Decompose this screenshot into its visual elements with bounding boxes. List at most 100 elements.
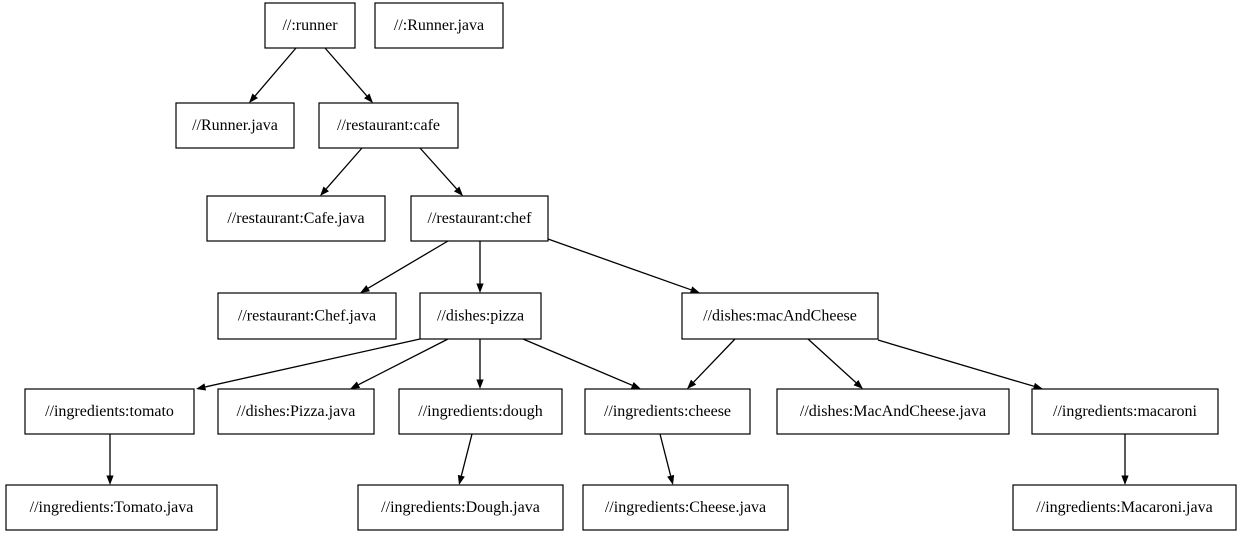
node-box[interactable]: [1031, 388, 1219, 435]
node-label: //ingredients:macaroni: [1053, 403, 1198, 420]
edge-arrowhead-icon: [1032, 382, 1043, 390]
edge-shaft: [358, 338, 449, 386]
graph-edge: [324, 47, 373, 103]
node-box[interactable]: [776, 388, 1010, 435]
edge-shaft: [547, 238, 692, 291]
node-label: //:Runner.java: [394, 17, 484, 34]
node-box[interactable]: [175, 102, 295, 149]
edge-arrowhead-icon: [350, 381, 361, 389]
graph-node-dishes_mac[interactable]: //dishes:macAndCheese: [681, 292, 879, 340]
node-label: //dishes:pizza: [437, 308, 524, 325]
edge-shaft: [693, 338, 736, 383]
graph-node-cheese_java[interactable]: //ingredients:Cheese.java: [582, 484, 789, 531]
node-box[interactable]: [318, 102, 459, 149]
edge-shaft: [522, 338, 633, 386]
graph-edge: [1121, 434, 1129, 485]
node-label: //restaurant:cafe: [337, 117, 440, 134]
node-box[interactable]: [217, 388, 375, 435]
graph-edge: [659, 433, 675, 485]
node-label: //ingredients:tomato: [45, 403, 174, 420]
node-box[interactable]: [24, 388, 195, 435]
node-label: //ingredients:Macaroni.java: [1036, 499, 1212, 516]
node-box[interactable]: [419, 292, 542, 340]
edge-shaft: [877, 339, 1035, 387]
node-box[interactable]: [5, 484, 218, 531]
graph-node-dough_java[interactable]: //ingredients:Dough.java: [357, 484, 564, 531]
graph-edge: [547, 238, 700, 294]
node-box[interactable]: [582, 484, 789, 531]
node-label: //Runner.java: [192, 117, 278, 134]
node-box[interactable]: [1012, 484, 1237, 531]
edge-arrowhead-icon: [630, 381, 641, 389]
node-label: //ingredients:cheese: [604, 403, 731, 420]
graph-node-runner_java[interactable]: //Runner.java: [175, 102, 295, 149]
graph-edge: [807, 338, 863, 389]
graph-edge: [106, 434, 114, 485]
graph-node-dishes_pizza[interactable]: //dishes:pizza: [419, 292, 542, 340]
graph-node-ing_tomato[interactable]: //ingredients:tomato: [24, 388, 195, 435]
node-label: //ingredients:dough: [418, 403, 542, 420]
edge-arrowhead-icon: [453, 186, 463, 196]
node-box[interactable]: [410, 195, 549, 242]
edge-shaft: [324, 47, 368, 97]
graph-edge: [457, 433, 473, 485]
node-box[interactable]: [374, 2, 504, 49]
edges-layer: [106, 47, 1129, 485]
edge-arrowhead-icon: [687, 379, 697, 389]
graph-edge: [476, 241, 484, 293]
edge-shaft: [205, 338, 421, 388]
graph-node-ing_cheese[interactable]: //ingredients:cheese: [584, 388, 751, 435]
graph-node-restaurant_cafe[interactable]: //restaurant:cafe: [318, 102, 459, 149]
graph-node-runner_java_root[interactable]: //:Runner.java: [374, 2, 504, 49]
graph-edge: [687, 338, 736, 389]
edge-shaft: [419, 147, 458, 190]
node-label: //restaurant:Chef.java: [238, 308, 376, 325]
edge-arrowhead-icon: [320, 186, 329, 196]
graph-edge: [196, 338, 421, 391]
edge-arrowhead-icon: [196, 383, 207, 391]
graph-edge: [419, 147, 463, 196]
edge-shaft: [460, 433, 473, 476]
graph-node-chef_java[interactable]: //restaurant:Chef.java: [217, 292, 397, 340]
graph-node-mac_java[interactable]: //dishes:MacAndCheese.java: [776, 388, 1010, 435]
graph-node-ing_dough[interactable]: //ingredients:dough: [398, 388, 563, 435]
node-box[interactable]: [584, 388, 751, 435]
edge-arrowhead-icon: [364, 93, 373, 103]
node-box[interactable]: [206, 195, 386, 242]
edge-arrowhead-icon: [249, 93, 258, 103]
graph-node-tomato_java[interactable]: //ingredients:Tomato.java: [5, 484, 218, 531]
graph-edge: [476, 339, 484, 389]
node-label: //ingredients:Tomato.java: [30, 499, 194, 516]
node-box[interactable]: [398, 388, 563, 435]
edge-arrowhead-icon: [457, 474, 465, 485]
graph-edge: [522, 338, 641, 389]
node-label: //:runner: [282, 17, 338, 34]
edge-arrowhead-icon: [106, 475, 114, 485]
node-label: //ingredients:Cheese.java: [605, 499, 766, 516]
graph-edge: [877, 339, 1043, 390]
node-label: //dishes:Pizza.java: [237, 403, 356, 420]
graph-node-pizza_java[interactable]: //dishes:Pizza.java: [217, 388, 375, 435]
edge-shaft: [807, 338, 857, 384]
graph-edge: [350, 338, 449, 389]
graph-node-restaurant_chef[interactable]: //restaurant:chef: [410, 195, 549, 242]
graph-node-cafe_java[interactable]: //restaurant:Cafe.java: [206, 195, 386, 242]
graph-node-macaroni_java[interactable]: //ingredients:Macaroni.java: [1012, 484, 1237, 531]
edge-arrowhead-icon: [667, 474, 675, 485]
edge-arrowhead-icon: [476, 379, 484, 389]
edge-arrowhead-icon: [476, 283, 484, 293]
node-label: //restaurant:chef: [428, 210, 533, 227]
graph-node-ing_macaroni[interactable]: //ingredients:macaroni: [1031, 388, 1219, 435]
graph-node-runner[interactable]: //:runner: [264, 2, 356, 49]
node-box[interactable]: [357, 484, 564, 531]
graph-edge: [360, 240, 449, 293]
node-box[interactable]: [264, 2, 356, 49]
node-box[interactable]: [217, 292, 397, 340]
node-box[interactable]: [681, 292, 879, 340]
node-label: //ingredients:Dough.java: [381, 499, 540, 516]
edge-shaft: [254, 47, 297, 97]
node-label: //dishes:macAndCheese: [703, 308, 857, 325]
